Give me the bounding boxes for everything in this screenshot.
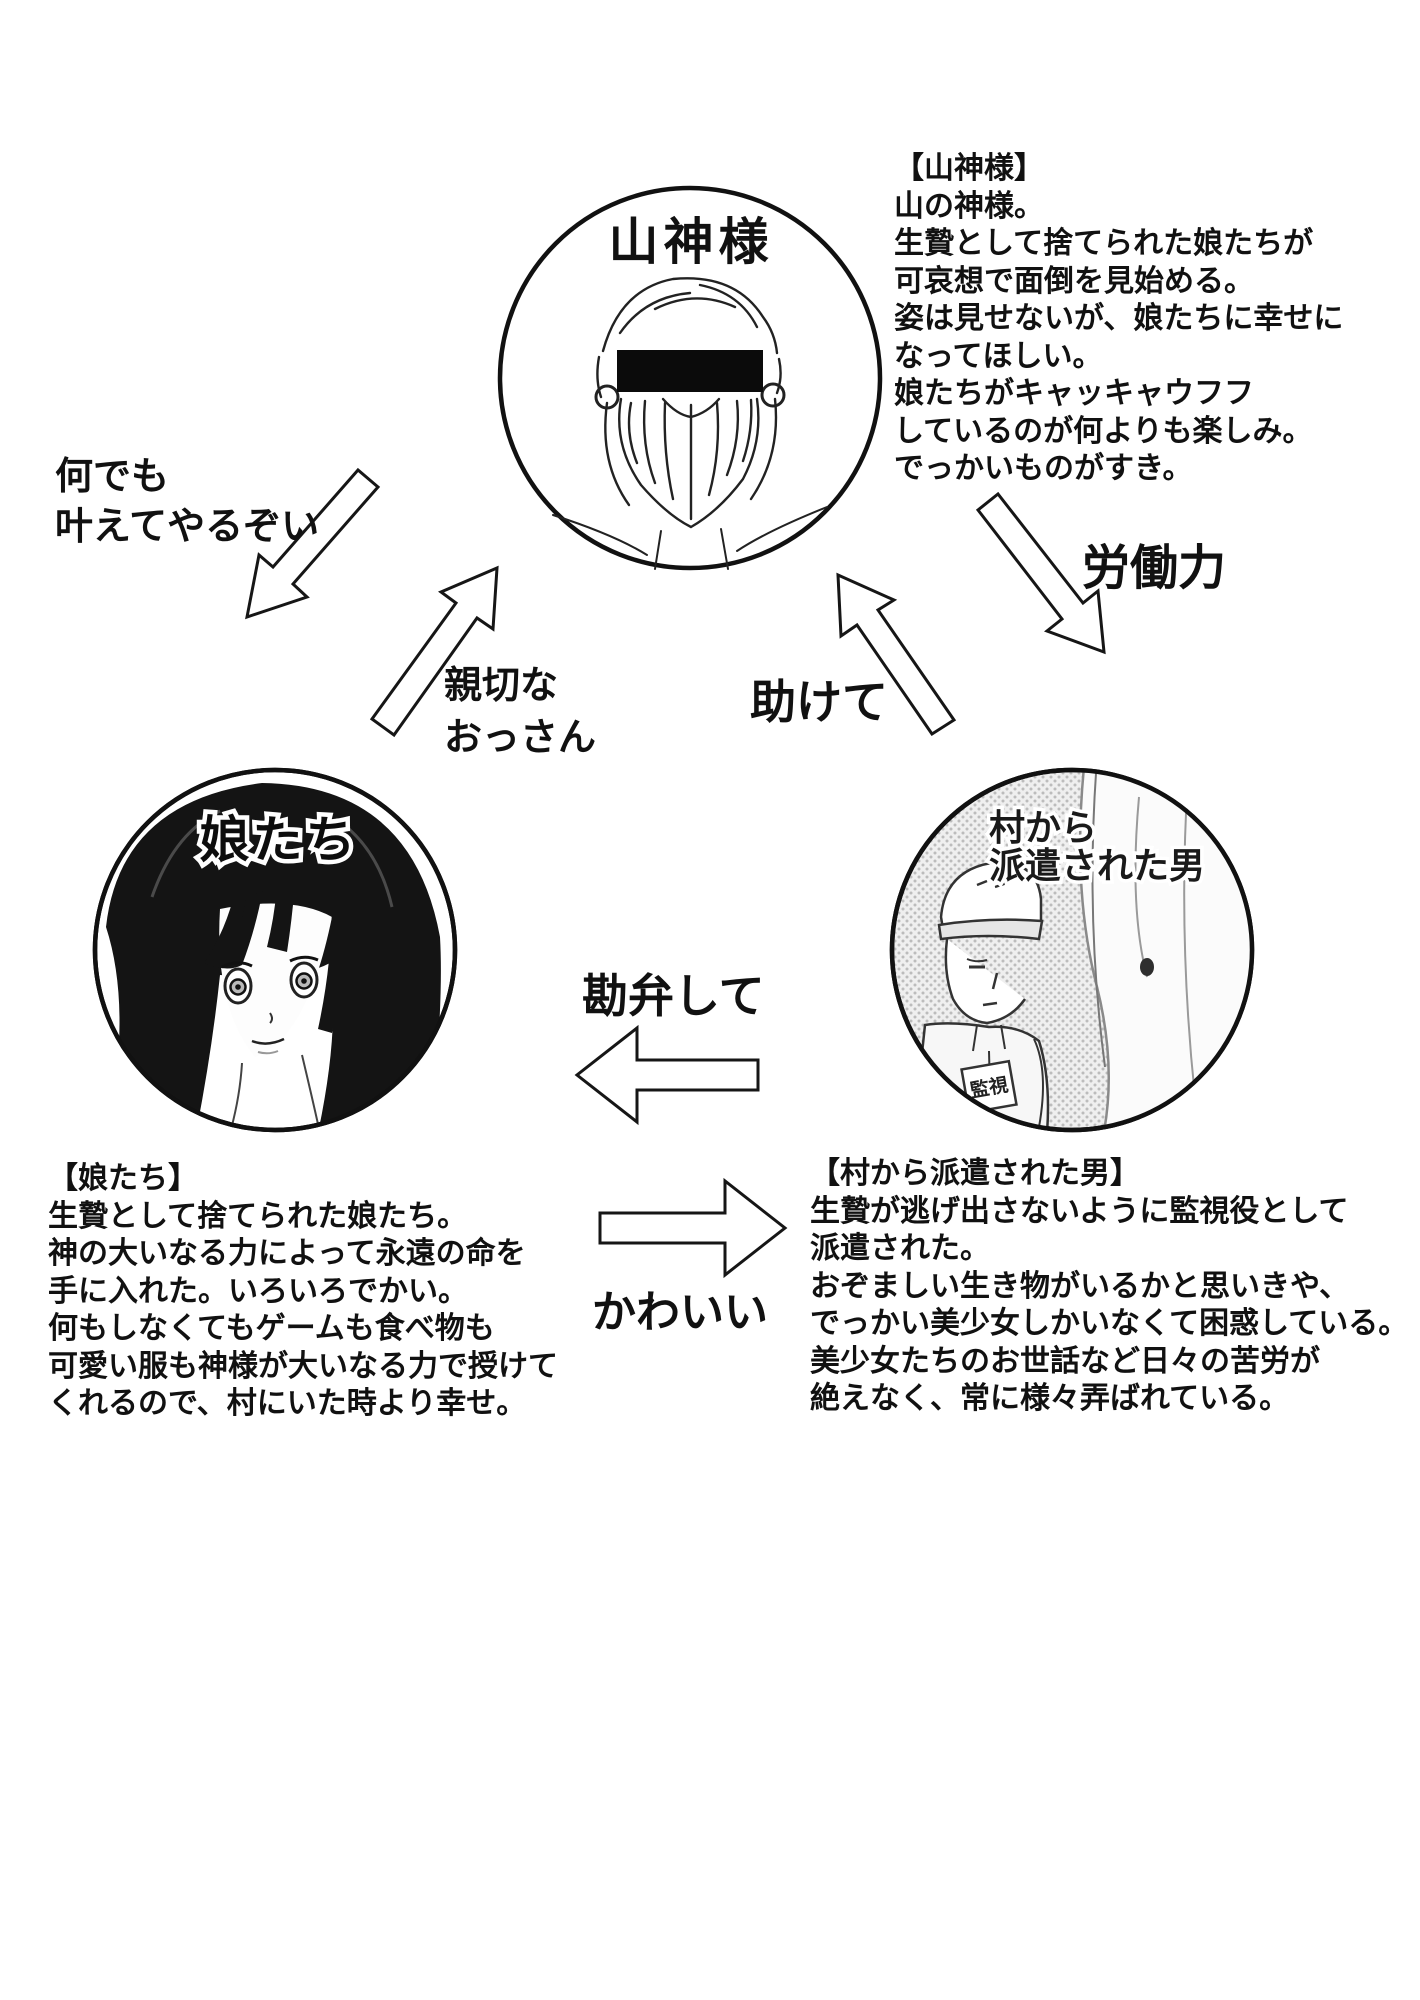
node-mountain-god: 山神様 bbox=[495, 183, 885, 573]
man-circle-label-line2: 派遣された男 bbox=[989, 846, 1205, 886]
edge-label-labor-force: 労働力 bbox=[1082, 542, 1227, 595]
girls-circle-outline bbox=[92, 767, 458, 1133]
daughters-illustration: 娘たち bbox=[92, 767, 458, 1133]
arrow-man-to-god bbox=[836, 572, 957, 737]
arrow-girls-to-god bbox=[369, 565, 499, 738]
edge-label-cute: かわいい bbox=[592, 1288, 768, 1337]
edge-label-spare-me: 勘弁して bbox=[582, 971, 765, 1022]
man-description-title: 【村から派遣された男】 bbox=[810, 1157, 1140, 1190]
man-circle-label-line1: 村から bbox=[989, 808, 1097, 848]
god-description-text: 山の神様。 生贄として捨てられた娘たちが 可哀想で面倒を見始める。 姿は見せない… bbox=[894, 189, 1344, 486]
censor-bar bbox=[617, 350, 763, 392]
edge-label-kind-old-man: 親切な おっさん bbox=[444, 665, 597, 759]
arrow-girls-to-man bbox=[598, 1177, 788, 1279]
village-man-illustration: 監視 村から 派遣された男 bbox=[889, 767, 1255, 1133]
man-description-block: 【村から派遣された男】 生贄が逃げ出さないように監視役として 派遣された。 おぞ… bbox=[810, 1155, 1410, 1418]
mountain-god-illustration: 山神様 bbox=[497, 185, 883, 571]
node-village-man: 監視 村から 派遣された男 bbox=[889, 767, 1255, 1133]
girls-circle-label: 娘たち bbox=[200, 812, 359, 868]
girl-portrait bbox=[106, 783, 441, 1130]
man-circle-outline bbox=[889, 767, 1255, 1133]
arrow-god-to-man bbox=[975, 491, 1106, 655]
girls-description-text: 生贄として捨てられた娘たち。 神の大いなる力によって永遠の命を 手に入れた。いろ… bbox=[48, 1199, 558, 1421]
god-circle-label: 山神様 bbox=[609, 214, 774, 270]
god-head-sketch bbox=[552, 277, 828, 570]
girls-description-title: 【娘たち】 bbox=[48, 1162, 198, 1195]
edge-label-grant-anything: 何でも 叶えてやるぞい bbox=[55, 456, 320, 548]
node-daughters: 娘たち bbox=[92, 767, 458, 1133]
arrow-man-to-girls bbox=[574, 1024, 760, 1126]
arrow-god-to-girls bbox=[245, 467, 381, 620]
man-scene: 監視 bbox=[915, 770, 1252, 1130]
girls-description-block: 【娘たち】 生贄として捨てられた娘たち。 神の大いなる力によって永遠の命を 手に… bbox=[48, 1160, 608, 1423]
god-description-title: 【山神様】 bbox=[894, 152, 1044, 185]
god-description-block: 【山神様】 山の神様。 生贄として捨てられた娘たちが 可哀想で面倒を見始める。 … bbox=[894, 150, 1364, 488]
edge-label-help-me: 助けて bbox=[750, 677, 888, 728]
man-description-text: 生贄が逃げ出さないように監視役として 派遣された。 おぞましい生き物がいるかと思… bbox=[810, 1194, 1409, 1416]
